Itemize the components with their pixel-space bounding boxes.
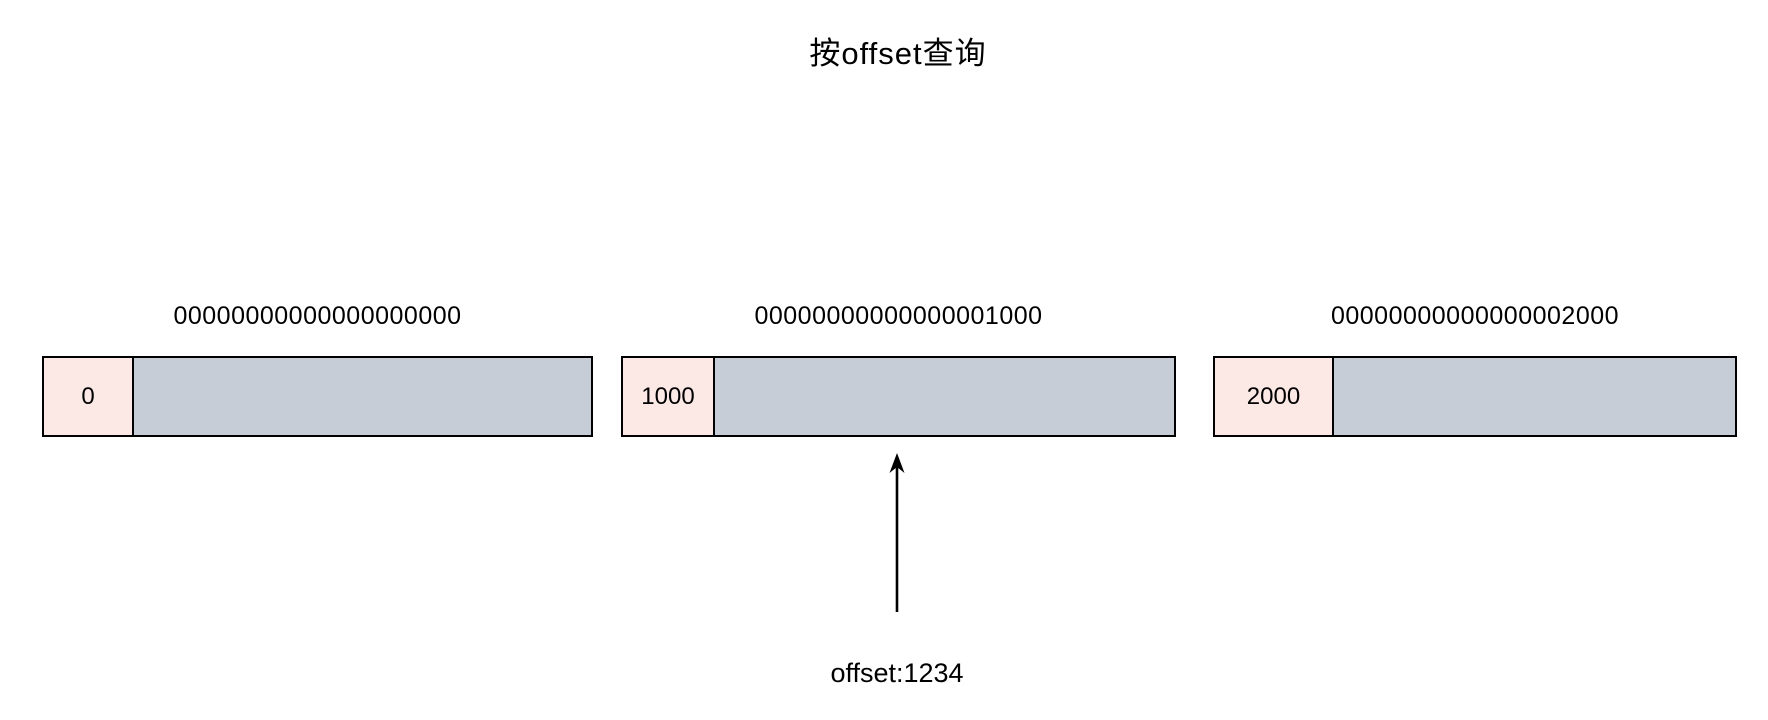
up-arrow-icon	[889, 453, 905, 612]
base-offset-cell: 0	[44, 358, 134, 435]
diagram-title: 按offset查询	[809, 36, 987, 71]
segment-bar: 1000	[621, 356, 1176, 437]
segment-bar: 2000	[1213, 356, 1737, 437]
log-segment-0: 00000000000000000000 0	[42, 298, 593, 438]
base-offset-cell: 2000	[1215, 358, 1334, 435]
segment-file-label: 00000000000000000000	[173, 302, 462, 330]
segment-file-label: 00000000000000001000	[754, 302, 1043, 330]
segment-body-cell	[1334, 358, 1735, 435]
segment-bar: 0	[42, 356, 593, 437]
log-segment-1000: 00000000000000001000 1000	[621, 298, 1176, 438]
segment-body-cell	[715, 358, 1174, 435]
log-segment-2000: 00000000000000002000 2000	[1213, 298, 1737, 438]
offset-pointer-label: offset:1234	[830, 658, 964, 688]
segment-body-cell	[134, 358, 591, 435]
segment-file-label: 00000000000000002000	[1330, 302, 1620, 330]
base-offset-cell: 1000	[623, 358, 715, 435]
